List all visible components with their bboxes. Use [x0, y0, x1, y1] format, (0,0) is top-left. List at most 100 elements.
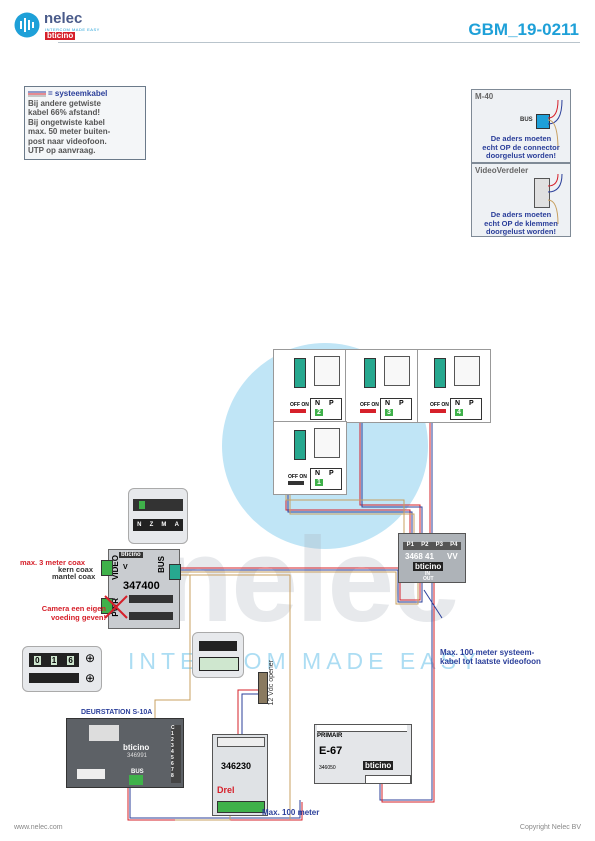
- legend-line: UTP op aanvraag.: [28, 146, 96, 155]
- dip-labels: N Z M A: [133, 519, 183, 531]
- port-label: P1: [406, 542, 414, 548]
- videoverdeler-line: De aders moeten: [490, 210, 552, 219]
- dip-green: [139, 501, 145, 509]
- door-station-bus: BUS: [131, 769, 144, 775]
- monitor-index: 2: [315, 409, 323, 416]
- dial-digit: 1: [50, 655, 58, 665]
- door-station-title: DEURSTATION S-10A: [81, 709, 153, 716]
- header-divider: [58, 42, 580, 43]
- psu-model: 346050: [319, 765, 336, 771]
- np-table: N P 4: [450, 398, 482, 420]
- legend-line: max. 50 meter buiten-: [28, 127, 111, 136]
- n-label: N: [315, 400, 321, 407]
- door-station-grill: [77, 769, 105, 779]
- np-table: N P 1: [310, 468, 342, 490]
- videoverdeler-terminal-block: [534, 178, 550, 208]
- dip-label: N: [137, 522, 142, 528]
- m40-title: M-40: [475, 92, 494, 101]
- legend-line: Bij ongetwiste kabel: [28, 117, 105, 127]
- footer-website: www.nelec.com: [14, 824, 63, 831]
- dial-digit: 6: [67, 655, 74, 665]
- pwr-cross-icon: [104, 595, 128, 619]
- dial-row: 0 1 6: [29, 653, 79, 667]
- monitor-screen: [384, 356, 410, 386]
- terminal-label: 4: [171, 749, 174, 755]
- videoverdeler-wires: [548, 174, 563, 224]
- monitor-terminal-block: [294, 358, 306, 388]
- max100-system-line: kabel tot laatste videofoon: [440, 657, 541, 666]
- psu-brand: bticino: [363, 761, 394, 770]
- m40-instruction: De aders moeten echt OP de connector doo…: [472, 134, 570, 161]
- port-label: P3: [435, 542, 443, 548]
- door-opener: [258, 672, 268, 704]
- terminal-label: 7: [171, 767, 174, 773]
- distributor-brand: bticino: [413, 562, 444, 571]
- door-station: DEURSTATION S-10A bticino 346991 BUS C 1…: [66, 709, 184, 788]
- off-on-slider: [290, 409, 306, 413]
- cable-legend-note: = systeemkabel Bij andere getwiste kabel…: [24, 86, 146, 160]
- m40-line: De aders moeten: [490, 134, 552, 143]
- m40-connector: [536, 114, 550, 129]
- nelec-logo: nelec INTERCOM MADE EASY bticino: [14, 10, 124, 40]
- monitor-screen: [454, 356, 480, 386]
- legend-title-row: = systeemkabel: [28, 89, 142, 99]
- door-station-terminals: C 1 2 3 4 5 6 7 8: [171, 725, 181, 783]
- monitor-terminal-block: [294, 430, 306, 460]
- videoverdeler-line: echt OP de klemmen: [484, 218, 558, 228]
- document-code: GBM_19-0211: [468, 20, 579, 39]
- brand-tagline: INTERCOM MADE EASY: [45, 27, 100, 32]
- max-coax-note: max. 3 meter coax: [20, 558, 86, 567]
- door-station-model: 346991: [127, 753, 148, 759]
- distributor-out: OUT: [423, 576, 434, 582]
- camera-brand: bticino: [119, 552, 143, 558]
- off-on-switch: OFF ON: [360, 402, 379, 408]
- port-label: P2: [421, 542, 429, 548]
- port-label: P4: [450, 542, 458, 548]
- legend-cable-label: = systeemkabel: [48, 89, 108, 98]
- off-on-switch: OFF ON: [290, 402, 309, 408]
- monitor-terminal-block: [434, 358, 446, 388]
- door-station-keypad: [89, 725, 119, 741]
- distributor-vv: VV: [447, 552, 458, 561]
- camera-power-line: Camera een eigen: [41, 604, 106, 613]
- off-on-slider: [288, 481, 304, 485]
- dip-switch-block: [133, 499, 183, 511]
- relay-dial-block: [199, 657, 239, 671]
- camera-module: bticino VIDEO V BUS 347400 PWR: [101, 549, 181, 629]
- legend-line: kabel 66% afstand!: [28, 108, 101, 117]
- camera-video-terminal: [101, 560, 113, 576]
- relay-module: 346230 Drel: [212, 734, 268, 816]
- terminal-label: 1: [171, 731, 174, 737]
- relay-dip-block: [199, 641, 237, 651]
- m40-bus-label: BUS: [520, 117, 533, 123]
- relay-bottom-terminals: [217, 801, 265, 813]
- power-supply: PRIMAIR E-67 346050 bticino: [314, 724, 412, 784]
- monitor-group: [273, 349, 495, 495]
- terminal-label: C: [171, 725, 175, 731]
- videoverdeler-line: doorgelust worden!: [486, 227, 556, 236]
- bticino-logo: bticino: [45, 31, 76, 40]
- m40-line: echt OP de connector: [482, 142, 560, 152]
- brand-name: nelec: [44, 10, 83, 27]
- off-on-switch: OFF ON: [430, 402, 449, 408]
- footer-copyright: Copyright Nelec BV: [519, 824, 581, 831]
- door-station-dial-callout: 0 1 6 ⊕ ⊕: [22, 646, 102, 692]
- p-label: P: [399, 400, 404, 407]
- distributor-in: IN: [425, 571, 430, 577]
- p-label: P: [469, 400, 474, 407]
- camera-v-label: V: [123, 564, 128, 571]
- monitor-terminal-block: [364, 358, 376, 388]
- terminal-label: 2: [171, 737, 174, 743]
- relay-brand: Drel: [217, 785, 235, 795]
- monitor-index: 4: [455, 409, 463, 416]
- door-station-brand: bticino: [123, 743, 150, 752]
- dial-adjust-icon: ⊕: [85, 671, 96, 685]
- terminal-label: 3: [171, 743, 174, 749]
- camera-model: 347400: [123, 580, 160, 592]
- off-on-slider: [430, 409, 446, 413]
- videoverdeler-note-box: VideoVerdeler De aders moeten echt OP de…: [471, 163, 571, 237]
- monitor-index: 1: [315, 479, 323, 486]
- videoverdeler-title: VideoVerdeler: [475, 166, 529, 175]
- distributor-port-row: P1 P2 P3 P4: [403, 542, 461, 550]
- monitor-screen: [314, 428, 340, 458]
